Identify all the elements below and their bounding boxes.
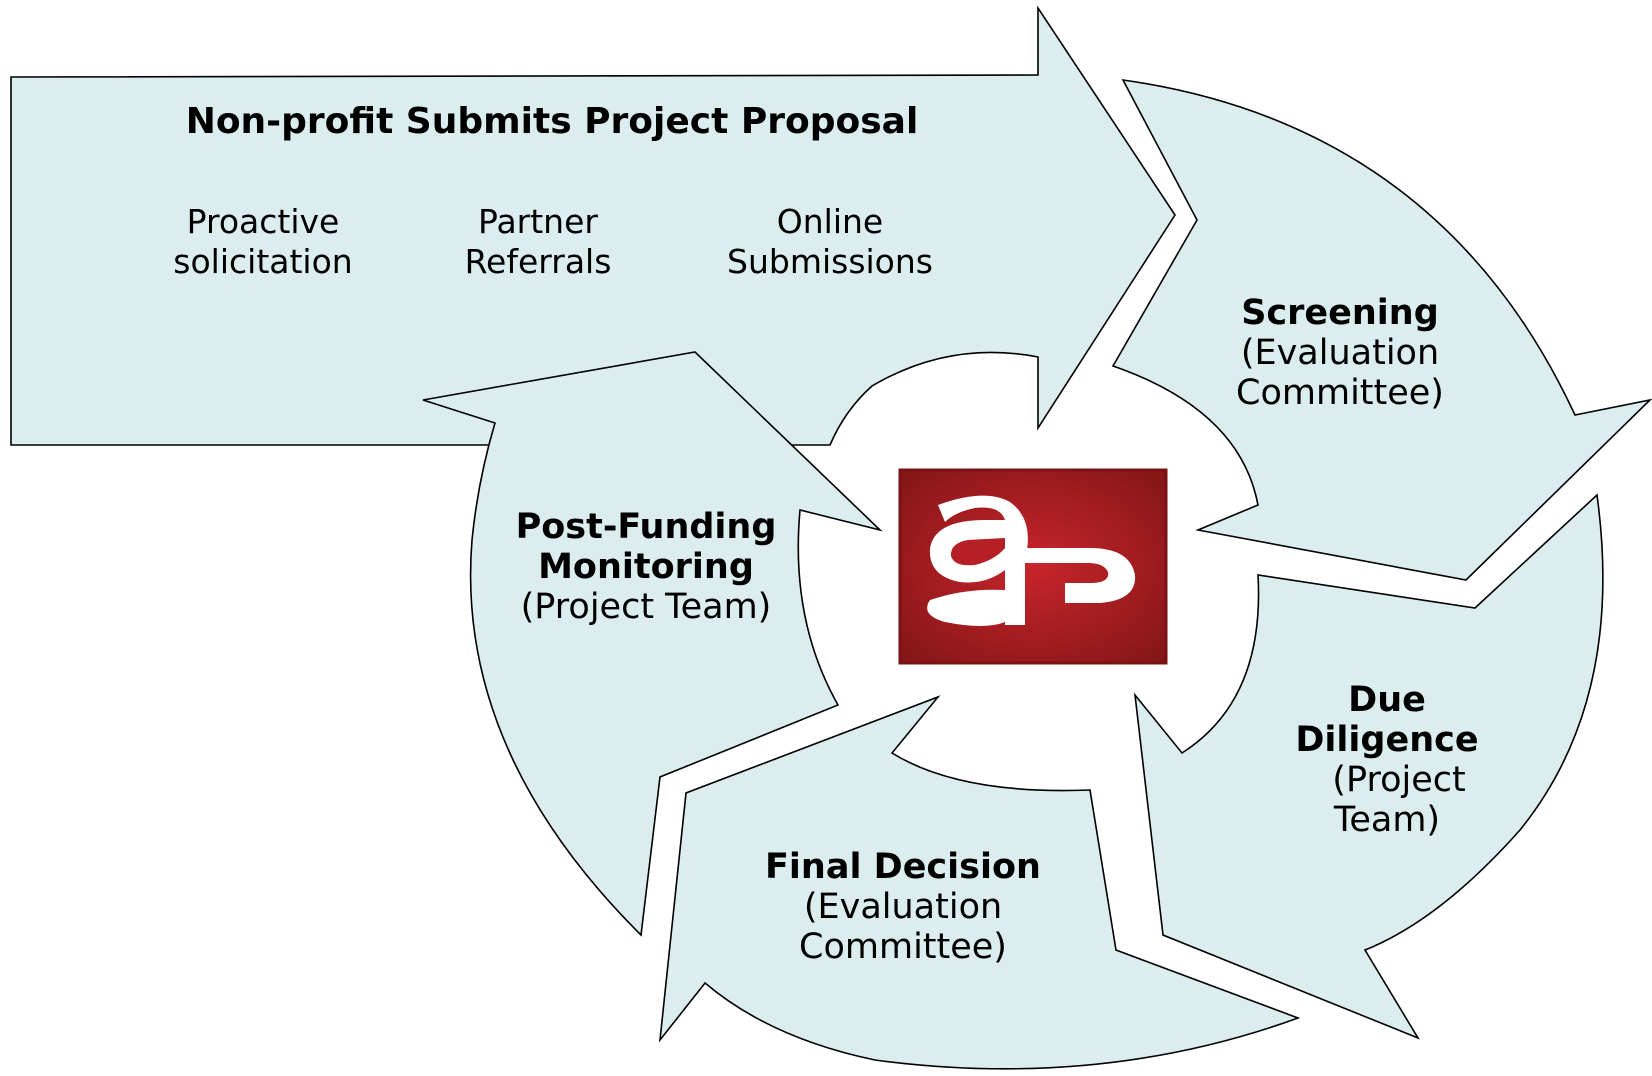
source-online-submissions: Online Submissions: [727, 202, 933, 282]
screening-arrow: [1111, 78, 1652, 581]
post-funding-arrow: [422, 351, 883, 937]
final-decision-label: Final Decision (Evaluation Committee): [765, 847, 1041, 967]
source-partner-referrals: Partner Referrals: [465, 202, 612, 282]
intake-arrow: [10, 5, 1176, 446]
screening-owner-line1: (Evaluation: [1240, 333, 1440, 373]
post-funding-owner: (Project Team): [520, 587, 772, 627]
due-diligence-owner-line1: (Project: [1332, 760, 1466, 800]
source-line: Referrals: [464, 242, 612, 281]
due-diligence-label: Due Diligence (Project Team): [1295, 680, 1478, 840]
screening-title: Screening: [1241, 293, 1439, 333]
due-diligence-arrow: [1133, 493, 1604, 1040]
source-line: Submissions: [727, 242, 933, 281]
source-line: solicitation: [173, 242, 353, 281]
intake-title: Non-profit Submits Project Proposal: [185, 101, 919, 142]
final-decision-owner-line1: (Evaluation: [803, 887, 1003, 927]
post-funding-title-line2: Monitoring: [538, 547, 754, 587]
source-line: Partner: [478, 202, 598, 241]
screening-label: Screening (Evaluation Committee): [1236, 293, 1444, 413]
source-proactive-solicitation: Proactive solicitation: [173, 202, 352, 282]
post-funding-title-line1: Post-Funding: [515, 507, 777, 547]
final-decision-owner-line2: Committee): [799, 927, 1007, 967]
due-diligence-title-line2: Diligence: [1295, 720, 1479, 760]
due-diligence-owner-line2: Team): [1333, 800, 1441, 840]
screening-owner-line2: Committee): [1236, 373, 1444, 413]
due-diligence-title-line1: Due: [1348, 680, 1426, 720]
red-square-logo: [898, 468, 1168, 665]
source-line: Proactive: [186, 202, 340, 241]
post-funding-label: Post-Funding Monitoring (Project Team): [516, 507, 777, 627]
source-line: Online: [776, 202, 884, 241]
final-decision-arrow: [658, 695, 1301, 1070]
final-decision-title: Final Decision: [765, 847, 1041, 887]
